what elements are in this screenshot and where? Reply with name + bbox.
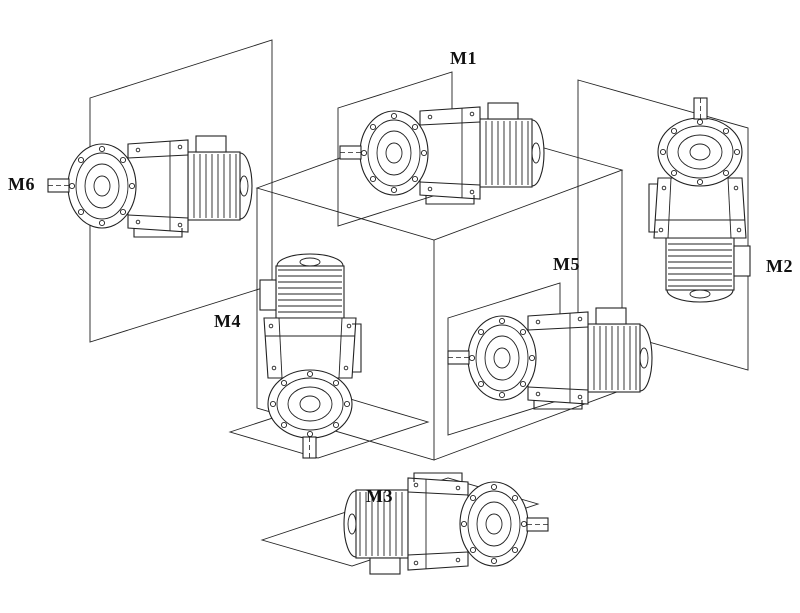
gearmotor-m2 [648,97,751,303]
label-m5: M5 [553,254,580,274]
label-m3: M3 [366,486,393,506]
gearmotor-m5 [447,307,653,410]
label-m4: M4 [214,311,241,331]
label-m1: M1 [450,48,477,68]
label-m6: M6 [8,174,35,194]
label-m2: M2 [766,256,793,276]
gearmotor-m6 [47,135,253,238]
mounting-plane-m2 [577,79,749,371]
gearmotor-m4 [259,253,362,459]
gearmotor-m1 [339,102,545,205]
